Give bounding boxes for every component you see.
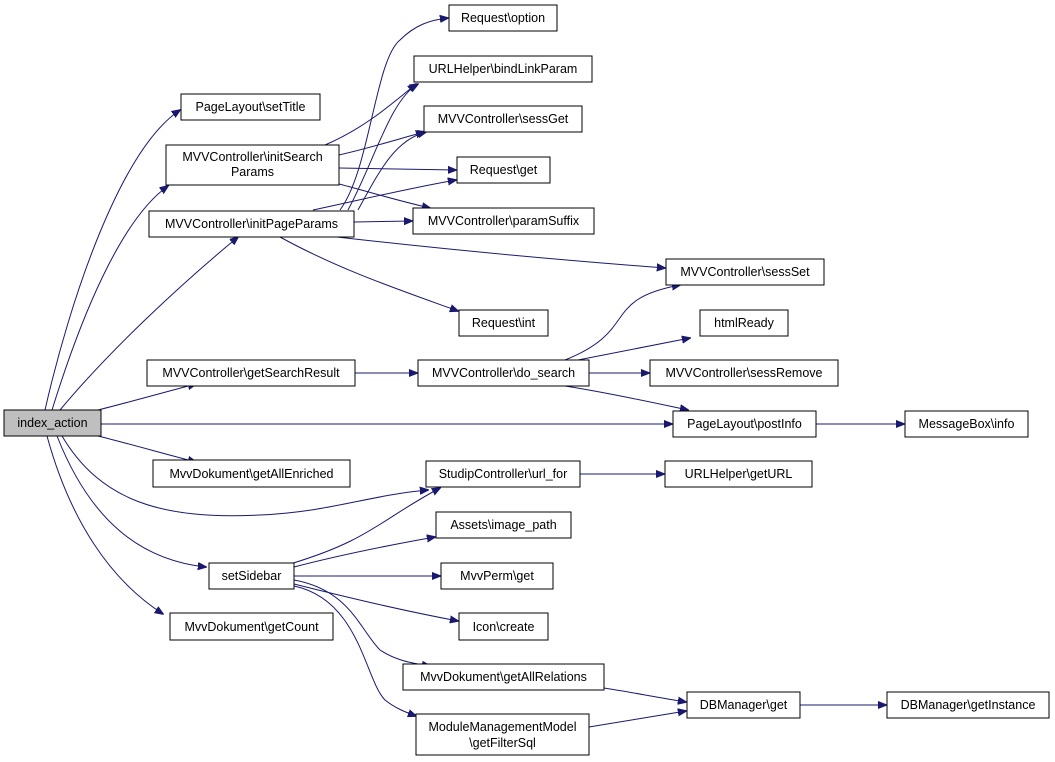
node-label: Assets\image_path: [450, 518, 556, 532]
node-mvvcontroller-sessremove[interactable]: MVVController\sessRemove: [649, 359, 839, 387]
edge-setsidebar-to-icon: [293, 583, 458, 621]
edge-setsidebar-to-modmgmt: [293, 585, 416, 716]
node-messagebox-info[interactable]: MessageBox\info: [904, 410, 1029, 438]
edge-index-to-initsearch: [51, 186, 168, 411]
node-mvvcontroller-getsearchresult[interactable]: MVVController\getSearchResult: [146, 359, 356, 387]
node-label: Request\get: [470, 163, 538, 177]
node-label: \getFilterSql: [469, 736, 536, 750]
node-label: URLHelper\bindLinkParam: [429, 62, 578, 76]
edge-index-to-enriched: [97, 435, 196, 462]
edge-index-to-count: [46, 435, 163, 614]
edge-setsidebar-to-assets: [293, 537, 435, 568]
node-mvvdokument-getcount[interactable]: MvvDokument\getCount: [169, 612, 334, 641]
edge-setsidebar-to-urlfor: [289, 488, 440, 565]
node-label: MVVController\getSearchResult: [162, 366, 340, 380]
edge-initpage-to-sessset: [336, 236, 665, 268]
node-label: MvvPerm\get: [460, 569, 534, 583]
node-label: DBManager\get: [700, 698, 788, 712]
node-icon-create[interactable]: Icon\create: [458, 612, 549, 641]
node-mvvcontroller-initpageparams[interactable]: MVVController\initPageParams: [148, 210, 355, 238]
edge-dosearch-to-sessset: [564, 285, 680, 361]
edge-modmgmt-to-dbget: [588, 711, 686, 728]
edge-initsearch-to-bind: [324, 84, 416, 146]
node-label: MVVController\initPageParams: [165, 217, 338, 231]
edge-initpage-to-bind: [347, 84, 418, 211]
node-label: StudipController\url_for: [439, 467, 568, 481]
node-index-action[interactable]: index_action: [3, 409, 102, 437]
node-label: Request\option: [461, 11, 545, 25]
node-label: MVVController\do_search: [432, 366, 575, 380]
node-label: htmlReady: [714, 316, 774, 330]
node-request-get[interactable]: Request\get: [456, 156, 551, 184]
node-mvvdokument-getallrelations[interactable]: MvvDokument\getAllRelations: [402, 663, 605, 691]
node-label: ModuleManagementModel: [428, 720, 576, 734]
edge-index-to-getsearch: [97, 384, 196, 411]
edge-index-to-initpage: [59, 237, 238, 411]
edge-initpage-to-option: [339, 18, 448, 211]
node-urlhelper-geturl[interactable]: URLHelper\getURL: [664, 460, 813, 488]
node-label: PageLayout\postInfo: [687, 417, 802, 431]
nodes: index_action PageLayout\setTitle MVVCont…: [3, 4, 1050, 756]
node-label: MVVController\sessSet: [680, 265, 810, 279]
edge-index-to-settitle: [44, 110, 180, 411]
node-label: MVVController\initSearch: [182, 150, 322, 164]
node-dbmanager-getinstance[interactable]: DBManager\getInstance: [886, 691, 1050, 719]
node-label: Icon\create: [473, 620, 535, 634]
node-htmlready[interactable]: htmlReady: [699, 309, 789, 337]
node-label: setSidebar: [222, 569, 282, 583]
node-mvvdokument-getallenriched[interactable]: MvvDokument\getAllEnriched: [152, 459, 351, 488]
node-mvvcontroller-sessset[interactable]: MVVController\sessSet: [665, 258, 825, 286]
node-label: PageLayout\setTitle: [195, 100, 305, 114]
edge-initpage-to-reqget: [312, 180, 456, 211]
edge-setsidebar-to-relations: [293, 579, 430, 666]
edge-initsearch-to-reqget: [338, 168, 456, 170]
node-label: Request\int: [472, 316, 536, 330]
node-label: Params: [231, 165, 274, 179]
node-label: MvvDokument\getCount: [184, 620, 319, 634]
node-modulemanagementmodel-getfiltersql[interactable]: ModuleManagementModel \getFilterSql: [415, 713, 590, 756]
node-label: MVVController\paramSuffix: [428, 214, 580, 228]
edges: [44, 18, 904, 728]
node-mvvcontroller-do-search[interactable]: MVVController\do_search: [417, 359, 590, 387]
node-label: URLHelper\getURL: [685, 467, 793, 481]
node-label: index_action: [17, 416, 87, 430]
node-label: DBManager\getInstance: [901, 698, 1036, 712]
node-mvvcontroller-sessget[interactable]: MVVController\sessGet: [423, 105, 583, 133]
node-request-int[interactable]: Request\int: [458, 309, 549, 337]
node-setsidebar[interactable]: setSidebar: [208, 562, 295, 590]
edge-dosearch-to-postinfo: [564, 385, 688, 410]
node-request-option[interactable]: Request\option: [448, 4, 558, 32]
node-mvvcontroller-initsearchparams[interactable]: MVVController\initSearch Params: [165, 144, 340, 186]
edge-initpage-to-sessget: [357, 132, 426, 211]
node-label: MvvDokument\getAllRelations: [420, 670, 587, 684]
edge-initpage-to-reqint: [279, 236, 458, 311]
node-label: MvvDokument\getAllEnriched: [170, 467, 334, 481]
node-label: MessageBox\info: [919, 417, 1015, 431]
node-urlhelper-bindlinkparam[interactable]: URLHelper\bindLinkParam: [413, 55, 593, 83]
edge-index-to-setsidebar: [56, 435, 206, 567]
edge-index-to-urlfor: [61, 435, 428, 517]
edge-relations-to-dbget: [603, 687, 686, 702]
node-pagelayout-settitle[interactable]: PageLayout\setTitle: [180, 93, 321, 121]
node-pagelayout-postinfo[interactable]: PageLayout\postInfo: [672, 410, 817, 438]
edge-initsearch-to-suffix: [338, 183, 430, 208]
node-label: MVVController\sessRemove: [666, 366, 823, 380]
edge-initpage-to-suffix: [353, 221, 412, 222]
node-dbmanager-get[interactable]: DBManager\get: [686, 691, 801, 719]
node-label: MVVController\sessGet: [438, 112, 569, 126]
node-mvvcontroller-paramsuffix[interactable]: MVVController\paramSuffix: [412, 207, 595, 235]
edge-dosearch-to-htmlready: [577, 338, 690, 361]
node-mvvperm-get[interactable]: MvvPerm\get: [440, 562, 554, 590]
node-studipcontroller-url-for[interactable]: StudipController\url_for: [425, 460, 581, 488]
edge-initsearch-to-sessget: [338, 132, 424, 156]
node-assets-image-path[interactable]: Assets\image_path: [435, 511, 572, 539]
